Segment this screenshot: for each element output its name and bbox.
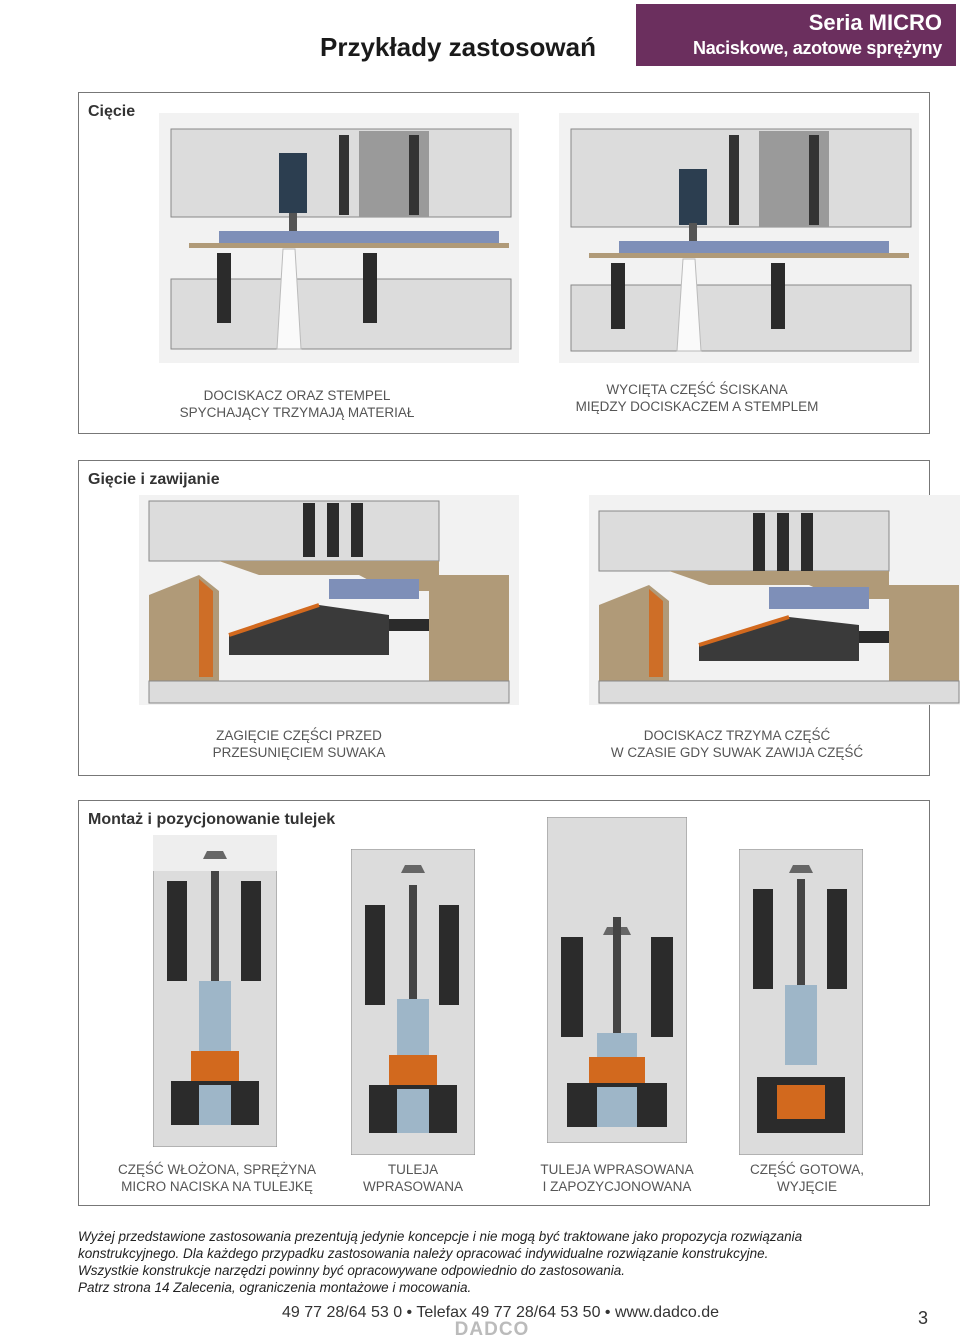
- page-number: 3: [918, 1308, 929, 1328]
- caption-cutting-1: DOCISKACZ ORAZ STEMPEL SPYCHAJĄCY TRZYMA…: [179, 388, 415, 420]
- bending-figure-1: [139, 495, 519, 705]
- bending-figure-2: [589, 495, 960, 705]
- page-title: Przykłady zastosowań: [320, 32, 596, 62]
- section-title: Gięcie i zawijanie: [88, 471, 220, 488]
- contact-line: 49 77 28/64 53 0 • Telefax 49 77 28/64 5…: [282, 1304, 720, 1321]
- section-cutting: Cięcie DOCISKACZ ORAZ STEMPEL SPYCHAJĄCY…: [78, 92, 930, 434]
- bushing-figure-4: [739, 849, 863, 1155]
- section-bushing-assembly: Montaż i pozycjonowanie tulejek: [78, 800, 930, 1206]
- series-subtitle: Naciskowe, azotowe sprężyny gazowe: [693, 38, 942, 82]
- bushing-figure-1: [153, 835, 277, 1147]
- caption-bending-1: ZAGIĘCIE CZĘŚCI PRZED PRZESUNIĘCIEM SUWA…: [212, 728, 386, 760]
- cutting-figure-2: [559, 113, 919, 363]
- bushing-figure-2: [351, 849, 475, 1155]
- series-banner: Seria MICRO Naciskowe, azotowe sprężyny …: [636, 4, 956, 82]
- section-title: Cięcie: [88, 103, 136, 120]
- caption-bushing-3: TULEJA WPRASOWANA I ZAPOZYCJONOWANA: [540, 1162, 694, 1194]
- caption-cutting-2: WYCIĘTA CZĘŚĆ ŚCISKANA MIĘDZY DOCISKACZE…: [575, 382, 819, 414]
- caption-bushing-4: CZĘŚĆ GOTOWA, WYJĘCIE: [749, 1162, 864, 1194]
- section-bending: Gięcie i zawijanie ZAGIĘCIE CZĘŚCI PRZ: [78, 460, 960, 776]
- dadco-logo: DADCO: [455, 1320, 530, 1338]
- disclaimer-note: Wyżej przedstawione zastosowania prezent…: [78, 1229, 803, 1295]
- caption-bushing-1: CZĘŚĆ WŁOŻONA, SPRĘŻYNA MICRO NACISKA NA…: [117, 1162, 317, 1194]
- svg-text:DADCO: DADCO: [455, 1320, 530, 1338]
- cutting-figure-1: [159, 113, 519, 363]
- bushing-figure-3: [547, 817, 687, 1143]
- caption-bending-2: DOCISKACZ TRZYMA CZĘŚĆ W CZASIE GDY SUWA…: [610, 728, 864, 760]
- series-name: Seria MICRO: [808, 10, 942, 35]
- section-title: Montaż i pozycjonowanie tulejek: [88, 811, 336, 828]
- caption-bushing-2: TULEJA WPRASOWANA: [362, 1162, 463, 1194]
